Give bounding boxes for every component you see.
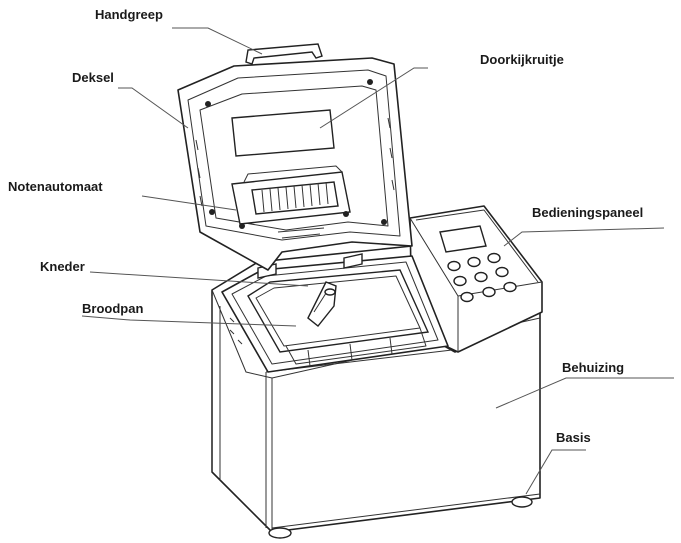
label-bread-pan: Broodpan <box>82 301 143 316</box>
leader-housing <box>495 377 674 409</box>
base-feet <box>268 496 533 539</box>
label-housing: Behuizing <box>562 360 624 375</box>
leader-window <box>319 67 428 129</box>
panel-buttons <box>447 252 517 303</box>
kneader-paddle <box>307 281 337 327</box>
leader-bread-pan <box>81 315 297 327</box>
leader-kneader <box>89 271 309 287</box>
leader-handle <box>172 27 263 55</box>
leader-dispenser <box>141 195 237 211</box>
leader-lines <box>81 27 674 495</box>
label-handle: Handgreep <box>95 7 163 22</box>
leader-lid <box>118 87 189 129</box>
leader-base <box>525 449 586 495</box>
label-kneader: Kneder <box>40 259 85 274</box>
label-window: Doorkijkruitje <box>480 52 564 67</box>
lid <box>177 57 413 271</box>
viewing-window <box>231 109 335 157</box>
label-dispenser: Notenautomaat <box>8 179 103 194</box>
leader-control-panel <box>503 227 665 247</box>
display-screen <box>439 225 487 253</box>
labels: Handgreep Deksel Doorkijkruitje Notenaut… <box>8 7 643 445</box>
label-control-panel: Bedieningspaneel <box>532 205 643 220</box>
bread-pan <box>247 269 430 367</box>
lid-handle <box>245 43 323 65</box>
nut-dispenser <box>231 165 351 239</box>
label-base: Basis <box>556 430 591 445</box>
label-lid: Deksel <box>72 70 114 85</box>
